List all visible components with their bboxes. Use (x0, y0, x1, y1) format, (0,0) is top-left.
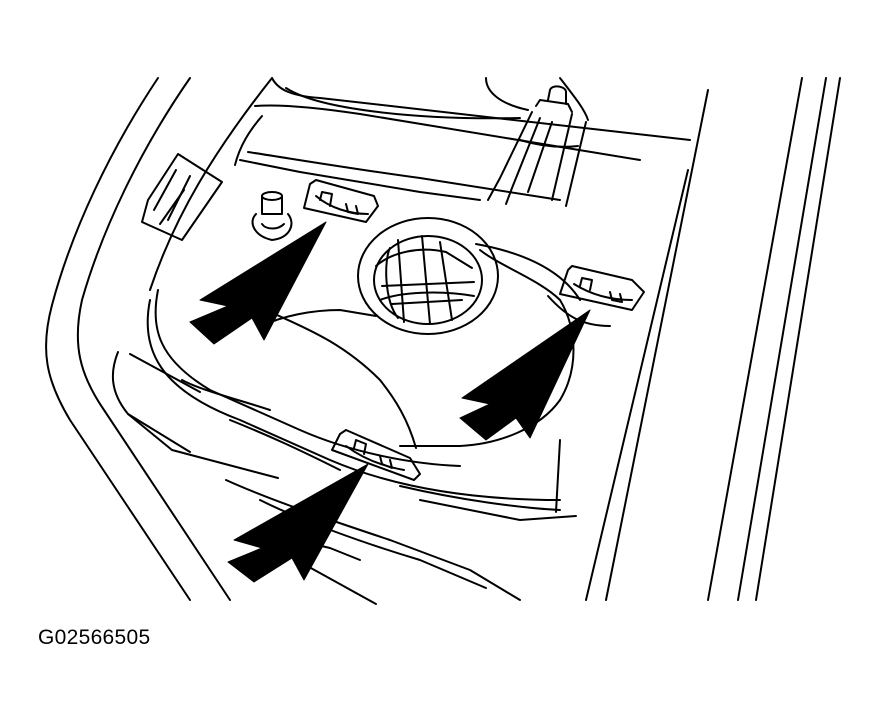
clip-slot-right (559, 265, 645, 311)
arrow-right (459, 309, 591, 441)
outer-panel-edges (45, 77, 841, 601)
figure-reference-code: G02566505 (38, 626, 151, 649)
upper-console-lines (234, 77, 691, 201)
clip-slot-upper-left (303, 179, 379, 223)
clip-slot-lower (331, 429, 421, 481)
shifter-post (487, 85, 587, 207)
cup-holder-ring (357, 217, 499, 335)
console-tray-contour (111, 243, 611, 605)
arrow-upper-left (189, 221, 327, 345)
arrow-lower (227, 463, 369, 583)
left-recess (141, 153, 223, 241)
stud-left (251, 191, 293, 241)
